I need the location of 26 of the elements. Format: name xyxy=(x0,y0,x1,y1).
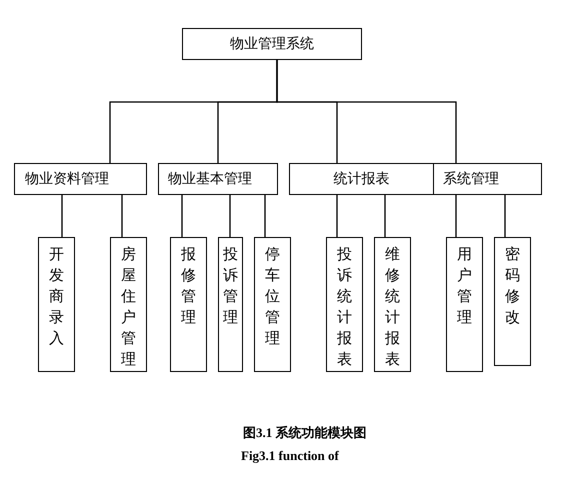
submodule-box: 开发商录入 xyxy=(38,237,75,372)
root-module-box: 物业管理系统 xyxy=(182,28,362,60)
submodule-box: 停车位管理 xyxy=(254,237,291,372)
submodule-box: 房屋住户管理 xyxy=(110,237,147,372)
connector-line xyxy=(504,195,506,237)
module-box: 统计报表 xyxy=(289,163,434,195)
connector-line xyxy=(61,195,63,237)
connector-line xyxy=(384,195,386,237)
submodule-box: 报修管理 xyxy=(170,237,207,372)
caption-line: Fig3.1 function of xyxy=(241,448,339,464)
module-box: 物业资料管理 xyxy=(14,163,147,195)
figure-caption: 图3.1 系统功能模块图 xyxy=(243,425,366,441)
connector-line xyxy=(264,195,266,237)
submodule-box: 密码修改 xyxy=(494,237,531,366)
connector-line xyxy=(276,60,457,163)
module-box: 物业基本管理 xyxy=(158,163,278,195)
connector-line xyxy=(336,195,338,237)
connector-line xyxy=(455,195,457,237)
submodule-box: 维修统计报表 xyxy=(374,237,411,372)
connector-line xyxy=(181,195,183,237)
submodule-box: 投诉管理 xyxy=(218,237,243,372)
connector-line xyxy=(121,195,123,237)
submodule-box: 投诉统计报表 xyxy=(326,237,363,372)
module-box: 系统管理 xyxy=(433,163,542,195)
connector-line xyxy=(229,195,231,237)
submodule-box: 用户管理 xyxy=(446,237,483,372)
